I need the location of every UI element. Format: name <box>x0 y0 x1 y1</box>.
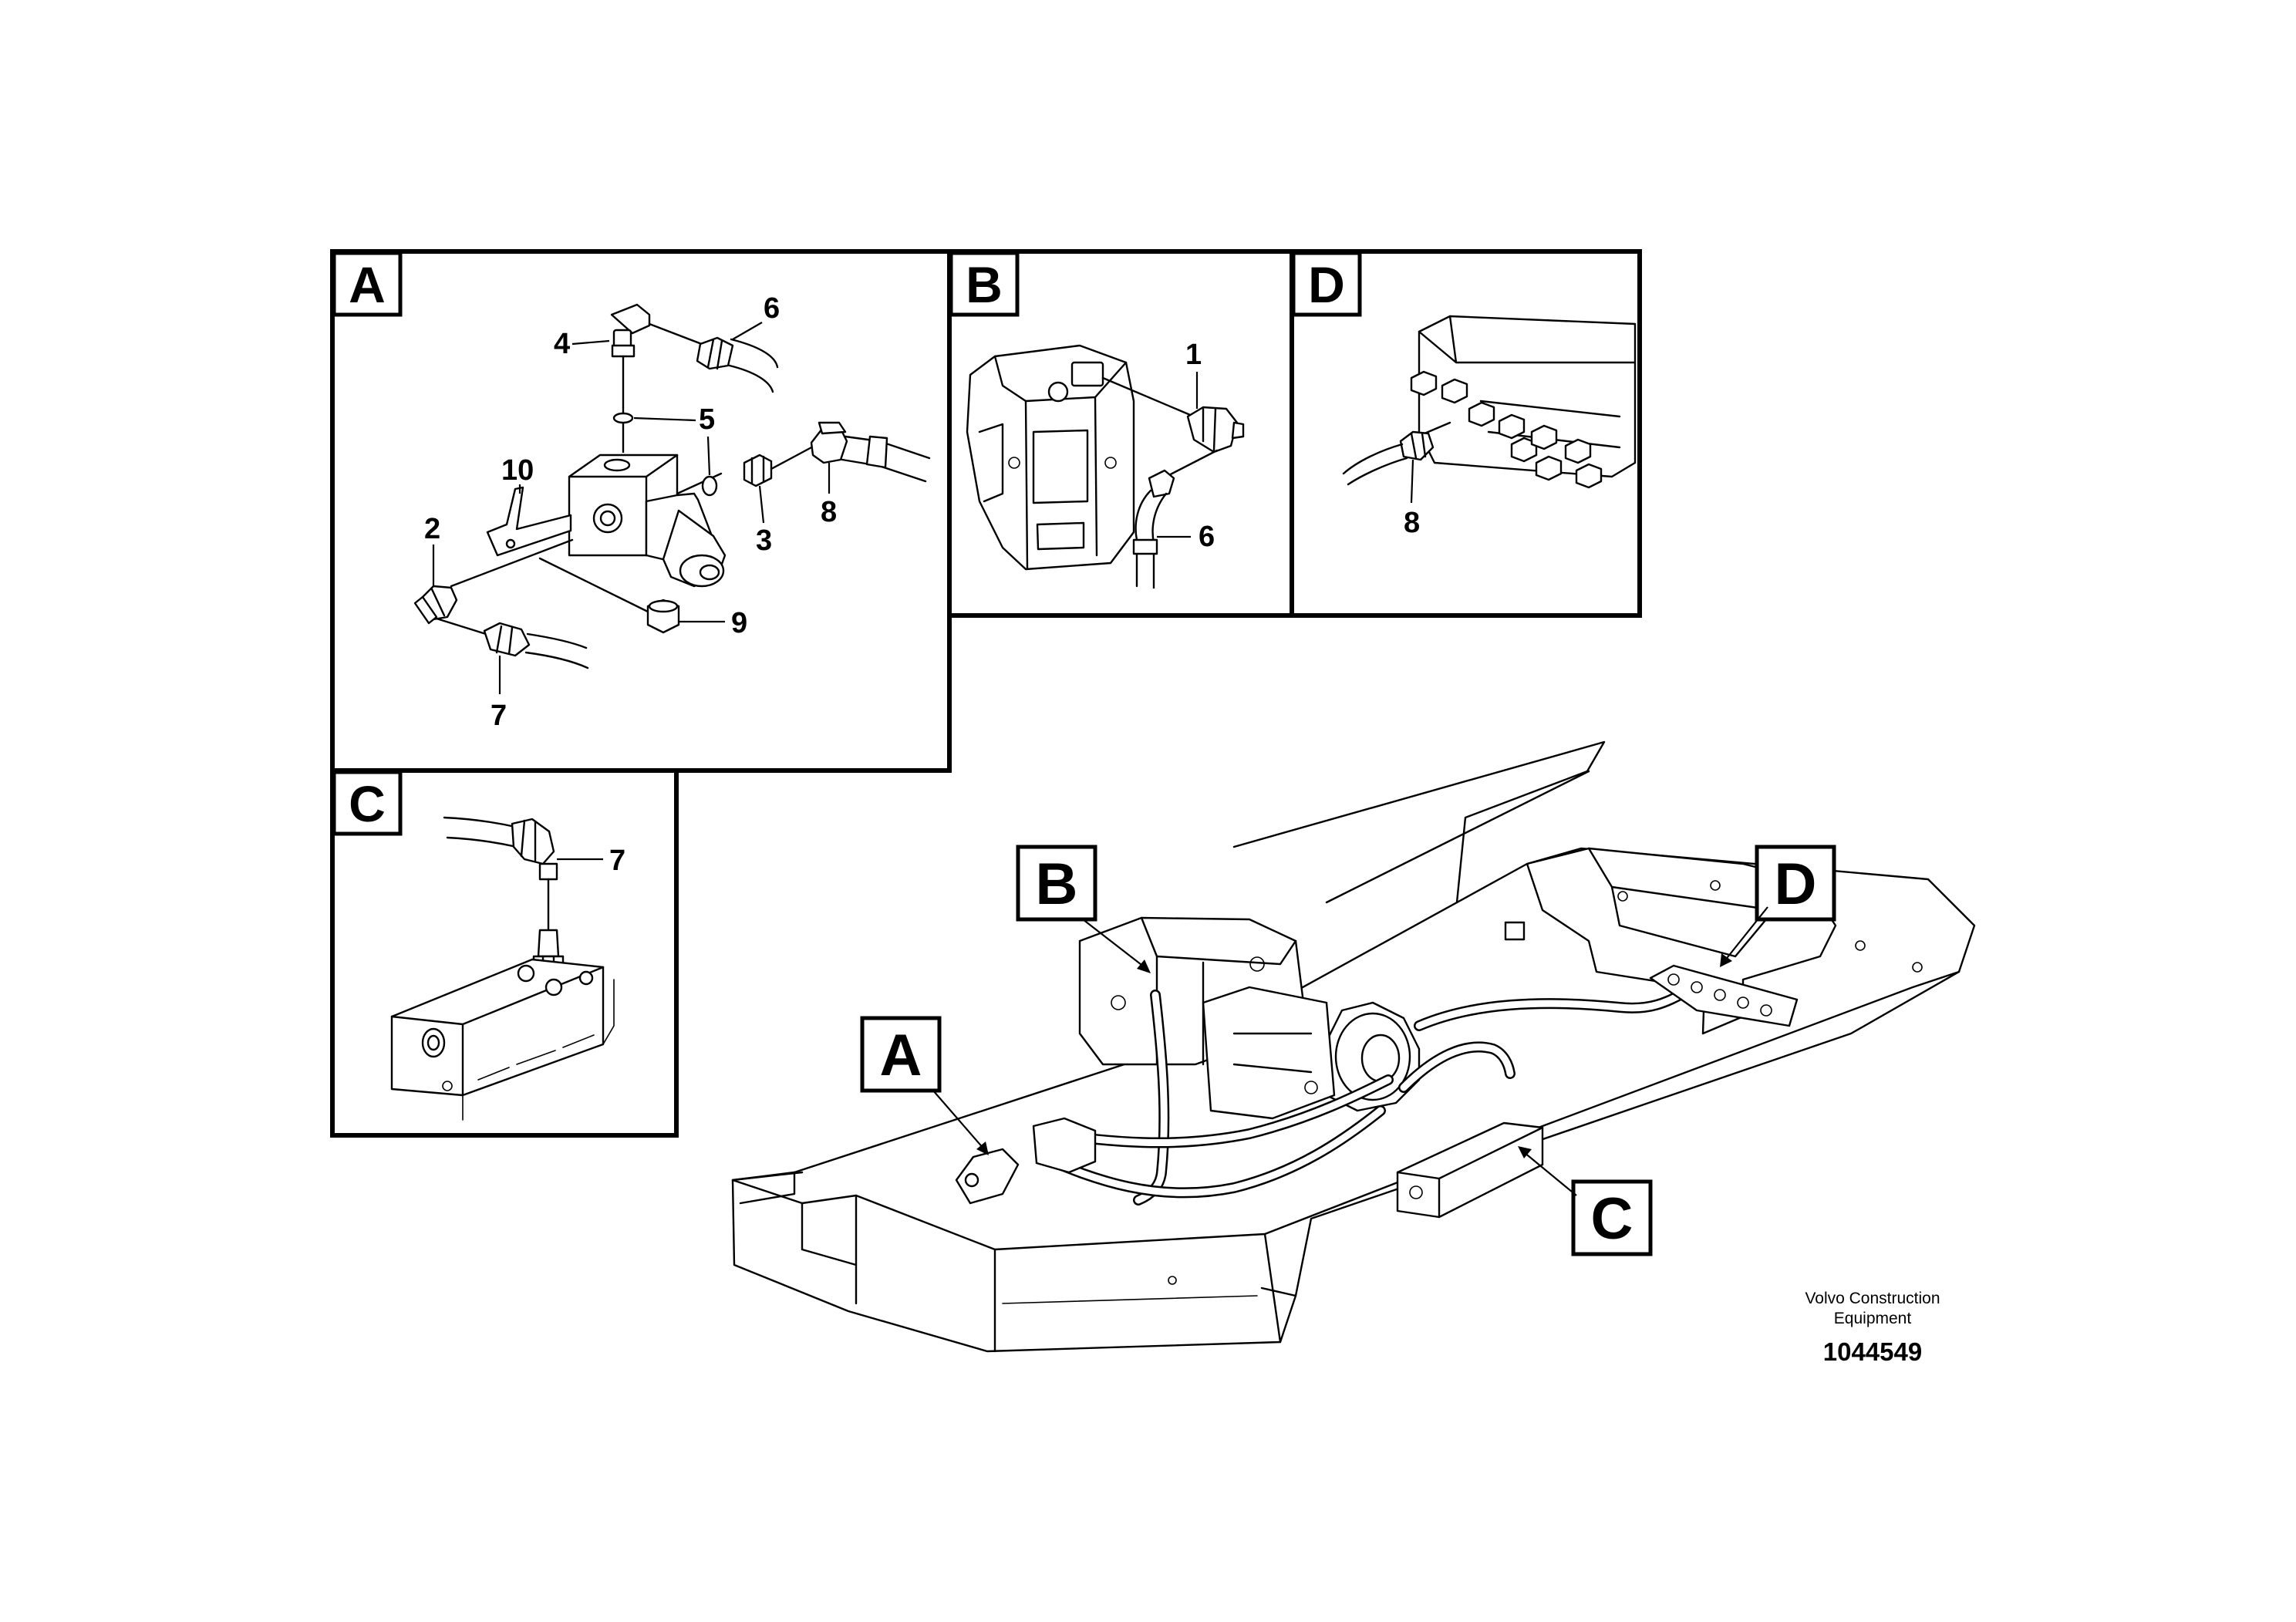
panel-d-label-box <box>1291 251 1362 317</box>
callout-7: 7 <box>491 700 507 732</box>
elbow-fitting-2 <box>413 585 458 625</box>
overview-manifold-d <box>1649 964 1799 1027</box>
panel-a-callouts: 4 6 5 10 3 8 2 9 7 <box>424 292 837 732</box>
svg-text:B: B <box>1036 851 1078 917</box>
callout-6: 6 <box>764 292 780 325</box>
callout-7-c: 7 <box>609 845 625 877</box>
overview-label-c: C <box>1518 1146 1653 1256</box>
panel-c-label-box <box>332 770 403 836</box>
svg-text:D: D <box>1775 851 1817 917</box>
callout-8: 8 <box>821 496 837 528</box>
detail-panel-b: B 1 6 <box>947 249 1294 618</box>
elbow-fitting-4 <box>610 303 651 358</box>
valve-block <box>568 454 727 588</box>
callout-1: 1 <box>1185 339 1202 371</box>
svg-text:A: A <box>880 1023 922 1088</box>
callout-8-d: 8 <box>1404 507 1420 539</box>
panel-a-label-box <box>332 251 403 317</box>
manifold-block-c <box>390 958 615 1121</box>
hose-fitting-6-b <box>1148 469 1175 498</box>
panel-d-frame <box>1290 249 1642 618</box>
credit-line-2: Equipment <box>1834 1310 1912 1327</box>
hose-fitting-7 <box>483 622 531 657</box>
overview-label-b: B <box>1016 845 1151 973</box>
callout-5: 5 <box>699 403 715 436</box>
hose-fitting-8-d <box>1399 430 1435 461</box>
document-number: 1044549 <box>1823 1337 1922 1366</box>
credit-line-1: Volvo Construction <box>1805 1290 1940 1307</box>
elbow-fitting-8 <box>810 421 848 464</box>
callout-4: 4 <box>554 328 570 360</box>
panel-d-label: D <box>1308 256 1345 313</box>
pump-housing <box>966 344 1135 571</box>
callout-9: 9 <box>731 607 747 639</box>
overview-label-a: A <box>860 1016 989 1155</box>
bracket <box>486 486 572 557</box>
bolt-9 <box>646 599 680 634</box>
overview-assembly: B D A C <box>731 740 1976 1353</box>
o-ring-5a <box>612 412 634 424</box>
detail-panel-d: D 8 <box>1290 249 1642 618</box>
detail-panel-c: C 7 <box>330 768 679 1138</box>
callout-3: 3 <box>756 524 772 557</box>
overview-pump <box>1078 916 1421 1120</box>
panel-c-frame <box>330 768 679 1138</box>
panel-c-label: C <box>349 775 386 832</box>
pressure-sensor-1 <box>1186 406 1245 454</box>
panel-a-label: A <box>349 256 386 313</box>
footer-credit: Volvo Construction Equipment 1044549 <box>1805 1290 1940 1366</box>
overview-label-d: D <box>1720 845 1836 967</box>
hose-fitting-6 <box>696 336 734 370</box>
callout-10: 10 <box>501 454 534 487</box>
panel-b-label: B <box>966 256 1003 313</box>
overview-valve-a <box>955 1117 1097 1205</box>
callout-2: 2 <box>424 513 440 545</box>
hose-elbow-7-c <box>511 818 558 881</box>
panel-b-label-box <box>949 251 1020 317</box>
svg-text:C: C <box>1591 1186 1633 1252</box>
manifold-block <box>1418 315 1637 478</box>
detail-panel-a: A <box>330 249 952 773</box>
overview-manifold-c <box>1396 1121 1544 1219</box>
o-ring-5b <box>701 475 718 497</box>
callout-6-b: 6 <box>1199 521 1215 553</box>
union-fitting-3 <box>743 454 773 487</box>
manifold-ports <box>1410 370 1603 489</box>
